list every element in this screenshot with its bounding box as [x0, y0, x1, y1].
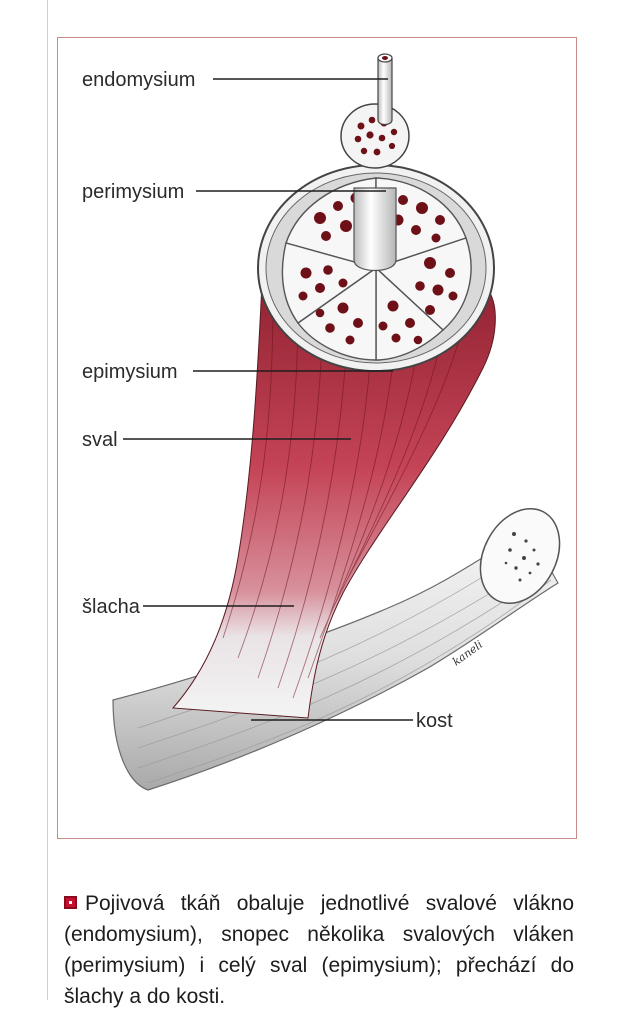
muscle-belly-drawing	[171, 262, 496, 719]
illustration-frame: endomysium perimysium epimysium sval šla…	[57, 37, 577, 839]
muscle-cross-section	[257, 53, 495, 372]
label-endomysium: endomysium	[82, 69, 195, 91]
bone-drawing	[112, 507, 561, 791]
leader-lines	[123, 78, 413, 721]
label-slacha: šlacha	[82, 596, 141, 618]
left-margin-rule	[47, 0, 48, 1000]
label-sval: sval	[82, 429, 118, 451]
label-epimysium: epimysium	[82, 361, 178, 383]
muscle-anatomy-illustration: endomysium perimysium epimysium sval šla…	[82, 53, 561, 791]
label-perimysium: perimysium	[82, 181, 184, 203]
caption-bullet-icon	[64, 896, 77, 909]
label-kost: kost	[416, 710, 453, 732]
caption-text: Pojivová tkáň obaluje jednotlivé svalové…	[64, 892, 574, 1008]
figure-caption: Pojivová tkáň obaluje jednotlivé svalové…	[64, 888, 574, 1012]
